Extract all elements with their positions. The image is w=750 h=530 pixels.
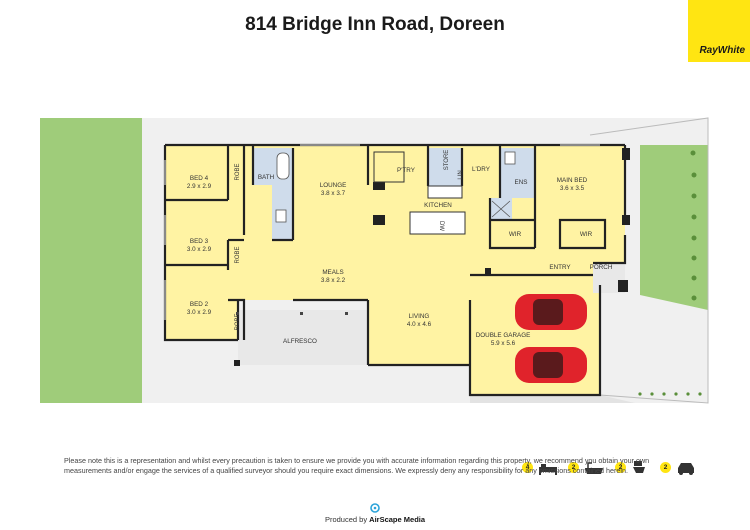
main-bed-name: MAIN BED: [557, 177, 588, 184]
windows: [164, 144, 600, 320]
pillars: [234, 148, 630, 366]
carspaces-feature: 2: [660, 460, 702, 480]
bathrooms-feature: 2: [568, 460, 608, 480]
carspaces-count: 2: [660, 462, 671, 473]
pantry-label: P'TRY: [397, 167, 416, 174]
wir-label-left: WIR: [509, 231, 522, 238]
robe-label-bed2: ROBE: [235, 313, 241, 330]
kitchen-label: KITCHEN: [424, 202, 452, 209]
living-size: 4.0 x 4.6: [407, 321, 432, 328]
linen-label: LIN: [458, 170, 464, 179]
lawn-left: [40, 118, 142, 403]
airscape-logo-icon: [370, 503, 380, 513]
toilet-ensuite: [504, 151, 516, 165]
garage-name: DOUBLE GARAGE: [476, 332, 531, 339]
bed-icon: [539, 464, 557, 475]
bedrooms-feature: 4: [522, 460, 562, 480]
bed3-size: 3.0 x 2.9: [187, 246, 212, 253]
car-bottom: [515, 347, 587, 383]
dishwasher-label: DW: [438, 221, 444, 231]
brand-name: RayWhite: [699, 45, 745, 56]
producer-company: AirScape Media: [369, 515, 426, 524]
bathtub: [276, 152, 290, 180]
bed3-name: BED 3: [190, 238, 209, 245]
walls: [163, 143, 627, 397]
alfresco-posts: [236, 312, 348, 315]
lawn-right: [640, 145, 708, 310]
ensuite-label: ENS: [515, 179, 528, 186]
pantry-outline: [373, 151, 405, 183]
meals-name: MEALS: [322, 269, 343, 276]
bedrooms-count: 4: [522, 462, 533, 473]
bathrooms-count: 2: [568, 462, 579, 473]
bed2-name: BED 2: [190, 301, 209, 308]
shower: [491, 200, 511, 218]
lounge-name: LOUNGE: [320, 182, 347, 189]
alfresco-area: [238, 310, 368, 365]
disclaimer: Please note this is a representation and…: [64, 456, 650, 475]
produced-by-label: Produced by: [324, 515, 368, 524]
living-name: LIVING: [409, 313, 430, 320]
wir-label-right: WIR: [580, 231, 593, 238]
toilet-icon: [633, 461, 645, 473]
cooktop: [427, 185, 463, 199]
car-icon: [678, 463, 694, 475]
produced-by: Produced by AirScape Media: [0, 515, 750, 524]
floor-plan: BED 4 2.9 x 2.9 BED 3 3.0 x 2.9 BED 2 3.…: [40, 117, 709, 404]
toilets-count: 2: [615, 462, 626, 473]
robe-label-bed4: ROBE: [235, 163, 241, 180]
shrubs: [638, 150, 702, 396]
feature-icons: 4 2 2 2: [522, 460, 702, 480]
robe-label-bed3: ROBE: [235, 246, 241, 263]
toilet-bath: [275, 209, 287, 223]
meals-size: 3.8 x 2.2: [321, 277, 346, 284]
page-title: 814 Bridge Inn Road, Doreen: [245, 14, 505, 35]
driveway: [470, 395, 635, 403]
store-floor: [428, 148, 462, 186]
store-label: STORE: [444, 150, 450, 171]
laundry-label: L'DRY: [472, 166, 491, 173]
laundry-floor: [462, 148, 500, 186]
alfresco-label: ALFRESCO: [283, 338, 317, 345]
lounge-size: 3.8 x 3.7: [321, 190, 346, 197]
bed2-size: 3.0 x 2.9: [187, 309, 212, 316]
toilets-feature: 2: [615, 460, 655, 480]
bath-label: BATH: [258, 174, 275, 181]
raywhite-logo: RayWhite: [688, 0, 750, 62]
garage-size: 5.9 x 5.6: [491, 340, 516, 347]
bed4-name: BED 4: [190, 175, 209, 182]
kitchen-island: [409, 211, 466, 235]
car-top: [515, 294, 587, 330]
porch-label: PORCH: [590, 264, 613, 271]
main-bed-size: 3.6 x 3.5: [560, 185, 585, 192]
entry-label: ENTRY: [549, 264, 571, 271]
bed4-size: 2.9 x 2.9: [187, 183, 212, 190]
bathtub-icon: [585, 462, 603, 474]
